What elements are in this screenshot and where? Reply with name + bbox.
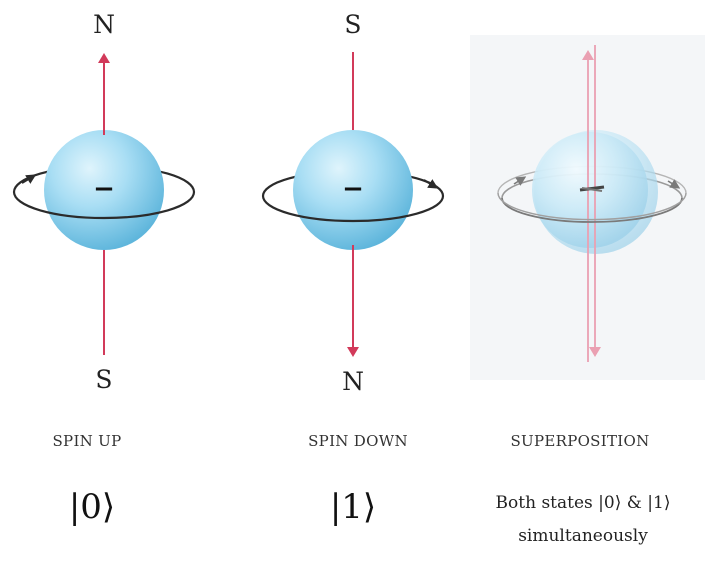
spin-up-bottom-pole: S: [95, 365, 113, 394]
spin-down-ket: |1⟩: [329, 487, 377, 527]
superposition-description-line1: Both states |0⟩ & |1⟩: [495, 493, 671, 513]
spin-up-charge: −: [93, 174, 115, 204]
spin-down-orbit-arrow: [423, 179, 439, 189]
superposition-orbit-front-1: [501, 197, 683, 223]
superposition-caption: SUPERPOSITION: [510, 432, 650, 450]
spin-up-caption: SPIN UP: [52, 432, 122, 450]
superposition-orbit-arrow-left: [513, 176, 527, 186]
superposition-panel: [470, 35, 705, 380]
spin-up-orbit-front: [12, 191, 196, 220]
spin-down-caption: SPIN DOWN: [308, 432, 408, 450]
spin-up-orbit-arrow: [21, 174, 37, 184]
spin-down-panel: −: [261, 52, 445, 357]
spin-up-sphere: [44, 130, 164, 250]
spin-down-top-pole: S: [344, 10, 362, 39]
superposition-orbit-front-2: [497, 192, 687, 221]
superposition-orbit-arrow-right: [667, 179, 681, 189]
spin-down-bottom-pole: N: [342, 367, 364, 396]
spin-up-ket: |0⟩: [68, 487, 116, 527]
spin-down-charge: −: [342, 174, 364, 204]
spin-up-panel: −: [12, 53, 196, 355]
spin-down-orbit-front: [261, 195, 445, 223]
superposition-description-line2: simultaneously: [518, 526, 648, 546]
spin-up-top-pole: N: [93, 10, 115, 39]
